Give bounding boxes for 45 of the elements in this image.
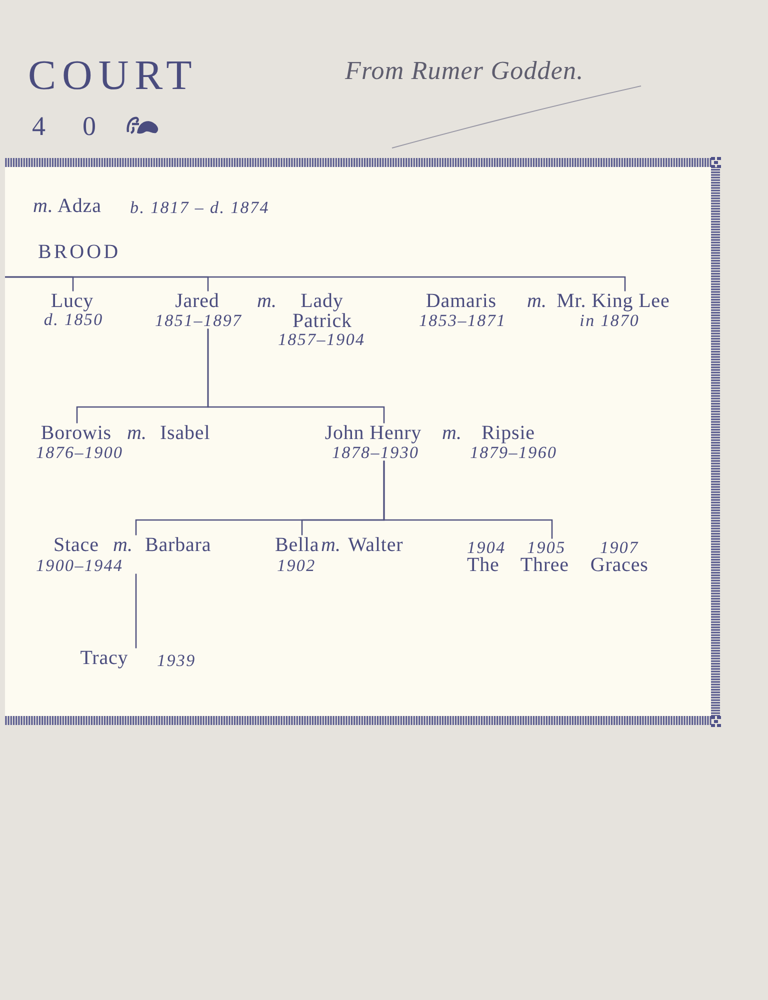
marriage-abbreviation: m. [321, 535, 340, 556]
family-tree-line [207, 328, 385, 424]
life-dates: 1853–1871 [418, 312, 506, 329]
person-name: Ripsie [481, 423, 535, 444]
person-name: Tracy [80, 648, 128, 668]
group-name: The Three Graces [467, 555, 648, 576]
life-dates: 1879–1960 [470, 444, 556, 461]
marriage-abbreviation: m. [113, 535, 132, 556]
person-name: Walter [348, 535, 403, 556]
family-tree-line [383, 460, 553, 539]
person-name: Bella [275, 535, 319, 556]
life-dates: 1876–1900 [36, 444, 122, 461]
birth-year: 1907 [600, 538, 638, 556]
marriage-abbreviation: m. [442, 423, 462, 444]
person-name: Jared [175, 291, 219, 312]
person-name: Isabel [160, 423, 210, 444]
person-name: Stace [54, 535, 98, 556]
marriage-abbreviation: m. [127, 423, 146, 444]
person-name: Borowis [40, 423, 112, 444]
marriage-date: in 1870 [580, 312, 638, 329]
page-number: 40 [32, 113, 96, 140]
person-name: Mr. King Lee [556, 291, 670, 312]
family-tree-line [5, 276, 626, 292]
section-heading: BROOD [38, 242, 118, 262]
person-name: Damaris [426, 291, 496, 312]
birth-year: 1904 [467, 538, 505, 556]
birth-year: 1939 [157, 652, 195, 669]
marriage-abbreviation: m. [527, 291, 546, 312]
handwritten-note: From Rumer Godden. [345, 58, 584, 84]
marriage-abbreviation: m. [257, 291, 276, 312]
person-name: Lady Patrick [292, 291, 352, 332]
person-name: Barbara [145, 535, 211, 556]
birth-year: 1902 [277, 556, 315, 574]
person-name: Lucy [50, 291, 94, 312]
life-dates: b. 1817 – d. 1874 [130, 198, 268, 216]
death-date: d. 1850 [44, 310, 102, 328]
life-dates: 1851–1897 [154, 312, 242, 329]
person-name: John Henry [324, 423, 422, 444]
life-dates: 1857–1904 [278, 330, 364, 348]
life-dates: 1878–1930 [332, 444, 418, 461]
birth-year: 1905 [527, 538, 565, 556]
life-dates: 1900–1944 [36, 556, 122, 574]
spouse-name: m. Adza [33, 196, 101, 216]
page-heading: COURT [28, 54, 192, 97]
family-tree-line [135, 574, 137, 648]
